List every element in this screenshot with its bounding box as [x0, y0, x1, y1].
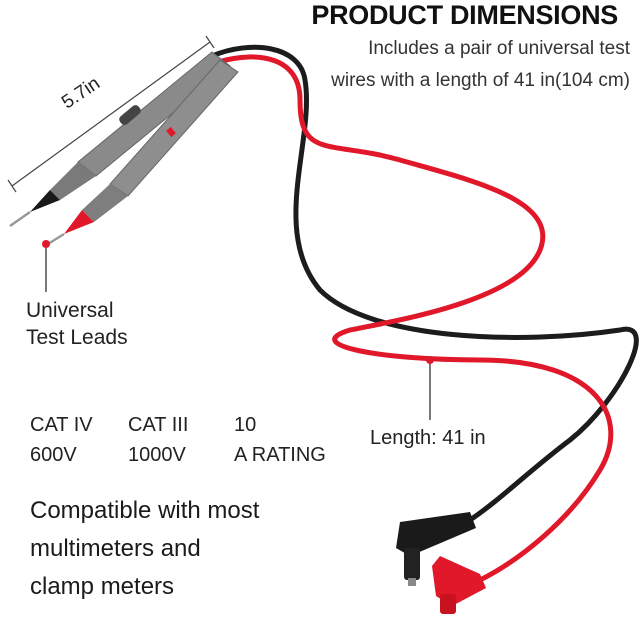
red-wire — [215, 54, 614, 583]
compatibility-line-2: multimeters and — [30, 535, 201, 562]
rating-current-value: 10 — [234, 414, 257, 436]
rating-cat-iii-voltage: 1000V — [128, 444, 186, 466]
rating-current-unit: A RATING — [234, 444, 326, 466]
description-line-1: Includes a pair of universal test — [368, 38, 630, 59]
black-wire — [209, 44, 639, 523]
black-plug — [396, 512, 476, 586]
leads-label-line-1: Universal — [26, 299, 114, 322]
rating-cat-iii: CAT III 1000V — [128, 410, 188, 470]
rating-cat-iv-label: CAT IV — [30, 414, 93, 436]
compatibility-line-1: Compatible with most — [30, 497, 260, 524]
leads-label-line-2: Test Leads — [26, 326, 128, 349]
leads-callout — [42, 240, 50, 292]
length-label: Length: 41 in — [370, 427, 486, 449]
compatibility-text: Compatible with most multimeters and cla… — [30, 492, 259, 606]
rating-cat-iv: CAT IV 600V — [30, 410, 93, 470]
rating-cat-iv-voltage: 600V — [30, 444, 77, 466]
description-line-2: wires with a length of 41 in(104 cm) — [331, 70, 630, 91]
page-title: PRODUCT DIMENSIONS — [311, 0, 618, 30]
red-plug — [432, 556, 486, 614]
leads-label: Universal Test Leads — [26, 297, 128, 351]
probe-dimension-line — [7, 35, 215, 193]
rating-cat-iii-label: CAT III — [128, 414, 189, 436]
length-callout — [426, 356, 434, 420]
rating-current: 10 A RATING — [234, 410, 326, 470]
red-probe — [47, 59, 239, 246]
black-probe — [9, 51, 231, 228]
compatibility-line-3: clamp meters — [30, 573, 175, 600]
